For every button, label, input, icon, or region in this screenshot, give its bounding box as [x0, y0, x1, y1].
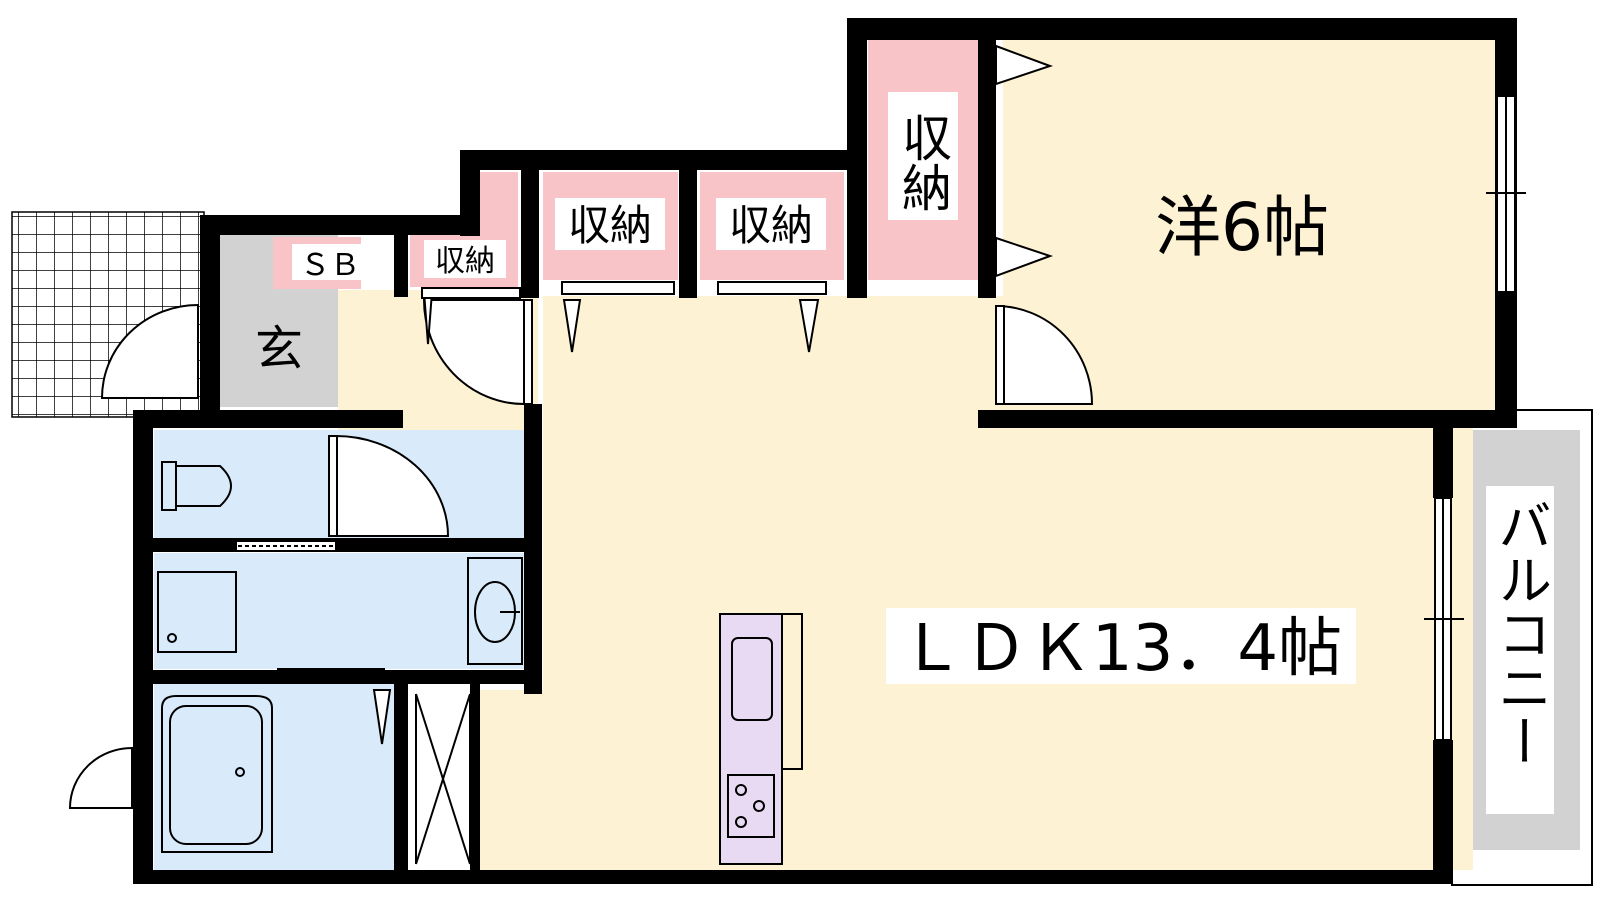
storage-mid-1-label: 収納 — [568, 201, 652, 250]
drain-icon — [167, 633, 177, 643]
washbasin-icon — [467, 557, 523, 665]
storage-small-top — [476, 172, 518, 242]
burner — [735, 816, 747, 828]
kitchen-sink — [731, 637, 773, 721]
balcony-label-bg — [1486, 486, 1554, 814]
western-room-label: 洋6帖 — [1155, 189, 1329, 266]
ldk-label: ＬＤＫ13．4帖 — [900, 612, 1342, 686]
entrance-label: 玄 — [255, 321, 303, 377]
washing-machine-space — [157, 571, 237, 653]
storage-mid-2-label-bg — [716, 198, 826, 250]
toilet-icon — [161, 461, 232, 511]
storage-tall-label: 収納 — [894, 112, 952, 212]
bath-outer-door — [68, 746, 133, 809]
door-leaf — [328, 435, 338, 537]
bathtub-icon — [161, 695, 273, 853]
door-leaf — [523, 299, 533, 405]
kitchen-backboard — [781, 613, 803, 770]
storage-small-label: 収納 — [435, 244, 495, 279]
stove — [727, 774, 775, 838]
western-room-door — [995, 304, 1094, 405]
storage-tall-label-bg — [888, 92, 958, 220]
ldk-floor-ext — [479, 690, 549, 870]
door-leaf — [995, 305, 1005, 405]
storage-mid-1-label-bg — [555, 198, 665, 250]
fixtures — [157, 461, 523, 865]
burner — [753, 800, 765, 812]
ldk-label-bg — [886, 608, 1356, 684]
storage-small-label-bg — [424, 240, 506, 278]
shoe-box-label: ＳＢ — [300, 248, 360, 283]
kitchen — [719, 613, 803, 865]
burner — [735, 784, 747, 796]
walls — [133, 18, 1517, 884]
shoe-box-label-bg — [292, 244, 368, 280]
windows — [235, 95, 1526, 741]
toilet-door — [335, 434, 450, 537]
balcony-label: バルコニー — [1489, 498, 1552, 768]
entrance-door — [100, 303, 199, 399]
storage-mid-2-label: 収納 — [729, 201, 813, 250]
